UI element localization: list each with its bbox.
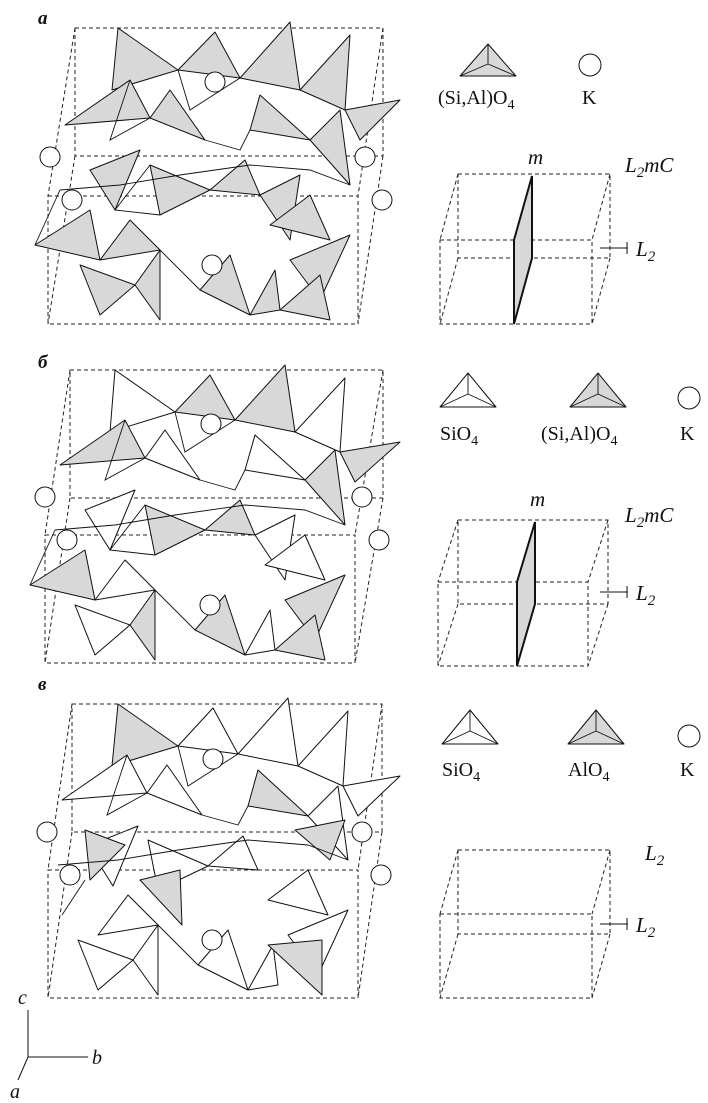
shaded-tetrahedron-icon [459, 43, 517, 77]
panel-letter: б [38, 352, 49, 373]
legend: SiO4 (Si,Al)O4 K [439, 372, 701, 449]
symmetry-label: L2mC [624, 503, 674, 531]
open-tetrahedron-icon [439, 372, 497, 408]
panel-letter: а [38, 8, 48, 29]
crystal-axes: c b a [10, 987, 102, 1103]
tetrahedral-framework [29, 364, 401, 661]
axis-label: L2 [635, 913, 656, 941]
symmetry-label: L2mC [624, 153, 674, 181]
panel-a: а [34, 8, 674, 325]
axis-c-label: c [18, 987, 27, 1009]
legend-label: (Si,Al)O4 [438, 87, 514, 113]
panel-b: б [29, 352, 701, 667]
open-tetrahedron-icon [441, 709, 499, 745]
panel-c: в [36, 674, 701, 999]
panel-letter: в [38, 674, 47, 695]
symmetry-diagram: L2mC m L2 [439, 145, 674, 325]
tetrahedral-framework [57, 697, 401, 996]
legend-label: SiO4 [442, 759, 480, 785]
shaded-tetrahedron-icon [567, 709, 625, 745]
legend-label: AlO4 [568, 759, 609, 785]
legend-label: K [680, 759, 695, 781]
potassium-atoms [36, 748, 392, 951]
legend: SiO4 AlO4 K [441, 709, 701, 785]
mirror-label: m [530, 487, 545, 511]
unit-cell-box [47, 703, 383, 999]
symmetry-diagram: L2mC m L2 [437, 487, 674, 667]
potassium-atoms [34, 413, 390, 616]
legend-label: SiO4 [440, 423, 478, 449]
potassium-atoms [39, 71, 393, 276]
symmetry-label: L2 [644, 841, 665, 869]
circle-icon [677, 724, 701, 748]
unit-cell-box [47, 27, 384, 325]
legend-label: K [582, 87, 597, 109]
mirror-label: m [528, 145, 543, 169]
legend: (Si,Al)O4 K [438, 43, 602, 113]
axis-label: L2 [635, 581, 656, 609]
legend-label: (Si,Al)O4 [541, 423, 617, 449]
shaded-tetrahedron-icon [569, 372, 627, 408]
mirror-plane [516, 521, 536, 667]
mirror-plane [513, 175, 533, 325]
axis-label: L2 [635, 237, 656, 265]
symmetry-diagram: L2 L2 [439, 841, 665, 999]
axis-b-label: b [92, 1047, 102, 1069]
legend-label: K [680, 423, 695, 445]
unit-cell-box [44, 369, 384, 664]
tetrahedral-framework [34, 21, 401, 321]
circle-icon [578, 53, 602, 77]
axis-a-label: a [10, 1081, 20, 1103]
circle-icon [677, 386, 701, 410]
